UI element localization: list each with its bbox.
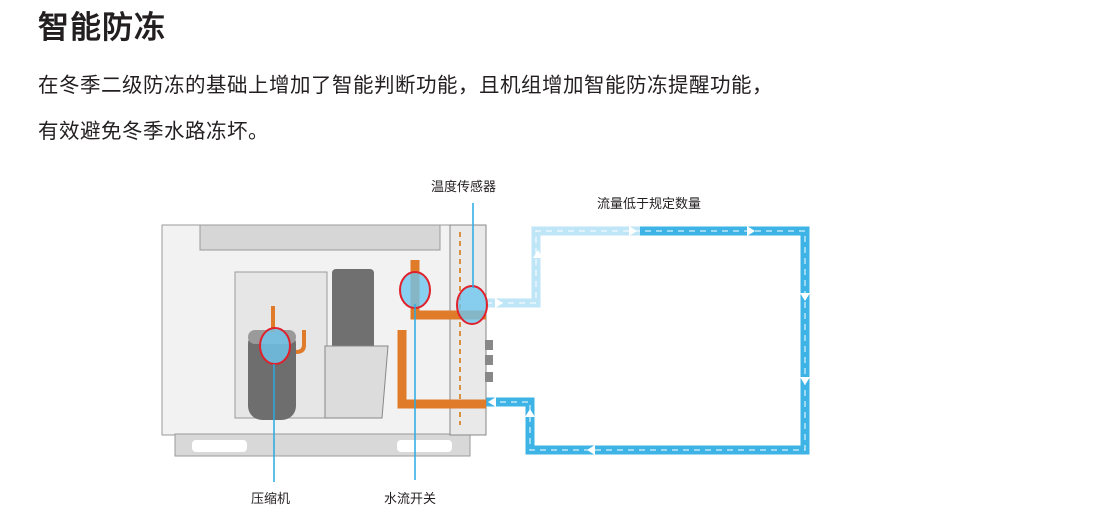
description: 在冬季二级防冻的基础上增加了智能判断功能，且机组增加智能防冻提醒功能， 有效避免…	[38, 62, 1078, 154]
flow-switch-highlight	[399, 271, 431, 309]
page-title: 智能防冻	[38, 10, 166, 46]
callout-lines	[273, 203, 474, 482]
unit-cabinet	[161, 224, 493, 457]
water-flow-switch-label: 水流开关	[384, 492, 437, 507]
compressor-highlight	[259, 327, 291, 365]
temperature-sensor-label: 温度传感器	[431, 180, 497, 195]
compressor-label: 压缩机	[251, 492, 291, 507]
description-line-2: 有效避免冬季水路冻坏。	[38, 119, 269, 143]
description-line-1: 在冬季二级防冻的基础上增加了智能判断功能，且机组增加智能防冻提醒功能，	[38, 73, 773, 97]
sensor-highlight	[456, 285, 488, 325]
flow-below-label: 流量低于规定数量	[597, 197, 702, 212]
water-loop	[486, 226, 810, 455]
